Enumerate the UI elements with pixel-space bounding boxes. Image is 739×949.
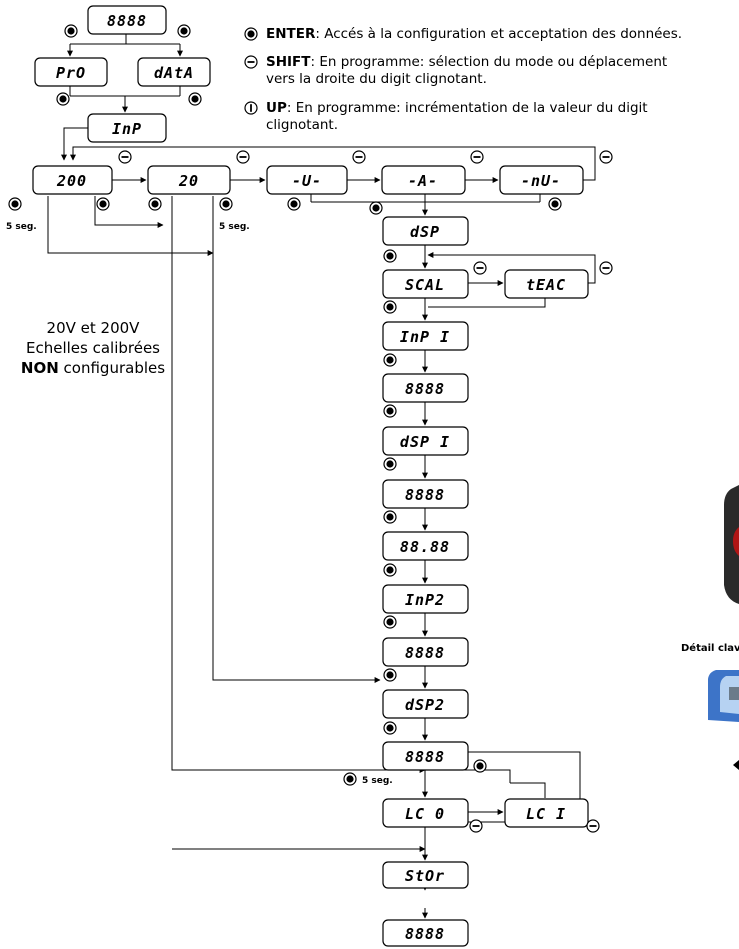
display-inp2: InP2 <box>405 591 445 609</box>
display-value-5: 8888 <box>405 748 445 766</box>
note-line-2: Echelles calibrées <box>25 339 160 357</box>
note-line-1: 20V et 200V <box>46 319 140 337</box>
legend-up-key: UP <box>266 100 287 116</box>
display-dsp1: dSP I <box>400 433 450 451</box>
key-legend: ENTER: Accés à la configuration et accep… <box>244 26 739 146</box>
display-dsp2: dSP2 <box>405 696 445 714</box>
display-stor: StOr <box>405 867 445 885</box>
display-scal: SCAL <box>405 276 445 294</box>
arrow-partial <box>733 760 739 770</box>
display-pro: PrO <box>56 64 86 82</box>
display-200: 200 <box>56 172 87 190</box>
display-value-4: 8888 <box>405 644 445 662</box>
legend-shift-text1: : En programme: sélection du mode ou dép… <box>310 54 668 70</box>
display-value-3: 88.88 <box>400 538 450 556</box>
display-data: dAtA <box>154 64 194 82</box>
legend-enter-text: : Accés à la configuration et acceptatio… <box>315 26 683 42</box>
display-top: 8888 <box>107 12 147 30</box>
display-dsp: dSP <box>410 223 440 241</box>
legend-up-text1: : En programme: incrémentation de la val… <box>286 100 648 116</box>
seg-label-3: 5 seg. <box>362 776 393 786</box>
seg-label-2: 5 seg. <box>219 222 250 232</box>
detail-label-partial: Détail clav <box>681 642 739 654</box>
calibrated-scales-note: 20V et 200V Echelles calibrées NON confi… <box>4 318 182 378</box>
legend-shift-key: SHIFT <box>266 54 311 70</box>
display-lc0: LC 0 <box>405 805 445 823</box>
up-icon <box>244 101 258 115</box>
display-value-1: 8888 <box>405 380 445 398</box>
enter-icon <box>244 27 258 41</box>
display-inp: InP <box>112 120 142 138</box>
display-mu: -nU- <box>521 172 561 190</box>
note-line-3-bold: NON <box>20 359 59 377</box>
note-line-3: NON configurables <box>4 358 182 378</box>
legend-up-text2: clignotant. <box>266 117 339 133</box>
shift-icon <box>244 55 258 69</box>
display-u: -U- <box>292 172 322 190</box>
display-inp1: InP I <box>400 328 450 346</box>
device-photo-partial <box>724 485 739 604</box>
display-value-2: 8888 <box>405 486 445 504</box>
seg-label-1: 5 seg. <box>6 222 37 232</box>
display-a: -A- <box>408 172 438 190</box>
note-line-3-rest: configurables <box>58 359 166 377</box>
keypad-photo-partial <box>708 670 739 722</box>
display-lc1: LC I <box>526 805 566 823</box>
display-end: 8888 <box>405 925 445 943</box>
display-20: 20 <box>178 172 199 190</box>
legend-enter-key: ENTER <box>266 26 316 42</box>
legend-shift-text2: vers la droite du digit clignotant. <box>266 71 487 87</box>
display-teac: tEAC <box>526 276 566 294</box>
